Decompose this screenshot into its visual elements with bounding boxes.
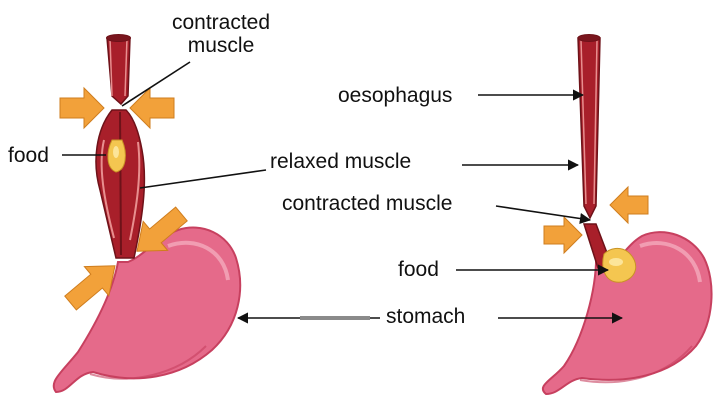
right-oesophagus xyxy=(578,35,636,283)
label-relaxed-muscle: relaxed muscle xyxy=(270,151,411,172)
left-oesophagus xyxy=(96,35,144,259)
label-stomach: stomach xyxy=(386,306,465,327)
pointer-contracted-muscle-right xyxy=(496,206,590,220)
label-oesophagus: oesophagus xyxy=(338,85,452,106)
right-arrow-lower xyxy=(544,217,582,253)
left-arrow-upper-left xyxy=(60,88,104,128)
label-contracted-line1: contracted xyxy=(166,12,276,33)
label-contracted-line2: muscle xyxy=(166,35,276,56)
label-contracted-muscle-right: contracted muscle xyxy=(282,193,452,214)
label-food-right: food xyxy=(398,259,439,280)
label-contracted-muscle-left: contracted muscle xyxy=(166,12,276,56)
label-food-left: food xyxy=(8,145,49,166)
pointer-relaxed-muscle xyxy=(140,170,266,188)
left-arrow-upper-right xyxy=(130,88,174,128)
left-stomach xyxy=(54,228,240,392)
right-arrow-upper xyxy=(610,187,648,223)
